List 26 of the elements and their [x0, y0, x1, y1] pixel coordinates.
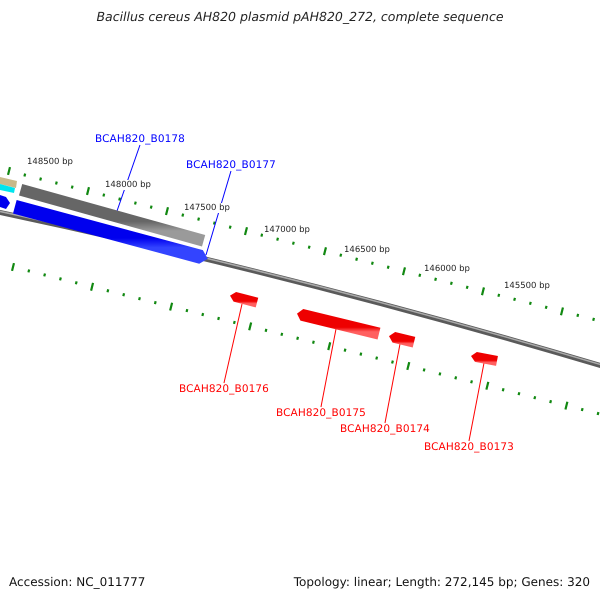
leader-line	[206, 170, 232, 256]
position-label: 147000 bp	[263, 225, 311, 235]
gene-feature	[471, 352, 498, 366]
position-label: 146500 bp	[343, 245, 391, 255]
gene-label: BCAH820_B0177	[186, 159, 276, 171]
position-label: 146000 bp	[423, 264, 471, 274]
gene-label: BCAH820_B0173	[424, 441, 514, 453]
gene-feature	[389, 332, 416, 348]
position-label: 147500 bp	[183, 203, 231, 213]
gene-feature	[230, 292, 258, 308]
leader-line	[468, 362, 484, 442]
gene-label: BCAH820_B0176	[179, 383, 269, 395]
position-label: 145500 bp	[503, 281, 551, 291]
footer-text: Topology: linear; Length: 272,145 bp; Genes: 320	[294, 575, 590, 589]
gene-label: BCAH820_B0174	[340, 423, 430, 435]
diagram-title: Bacillus cereus AH820 plasmid pAH820_272, complete sequence	[95, 9, 505, 24]
gene-label: BCAH820_B0178	[95, 133, 185, 145]
gene-label: BCAH820_B0175	[276, 407, 366, 419]
leader-line	[384, 344, 400, 424]
position-label: 148500 bp	[26, 157, 74, 167]
leader-line	[116, 144, 140, 212]
leader-line	[223, 304, 242, 384]
position-label: 148000 bp	[104, 180, 152, 190]
gene-feature	[297, 309, 380, 340]
leader-line	[320, 328, 336, 408]
footer-text: Accession: NC_011777	[9, 575, 146, 589]
